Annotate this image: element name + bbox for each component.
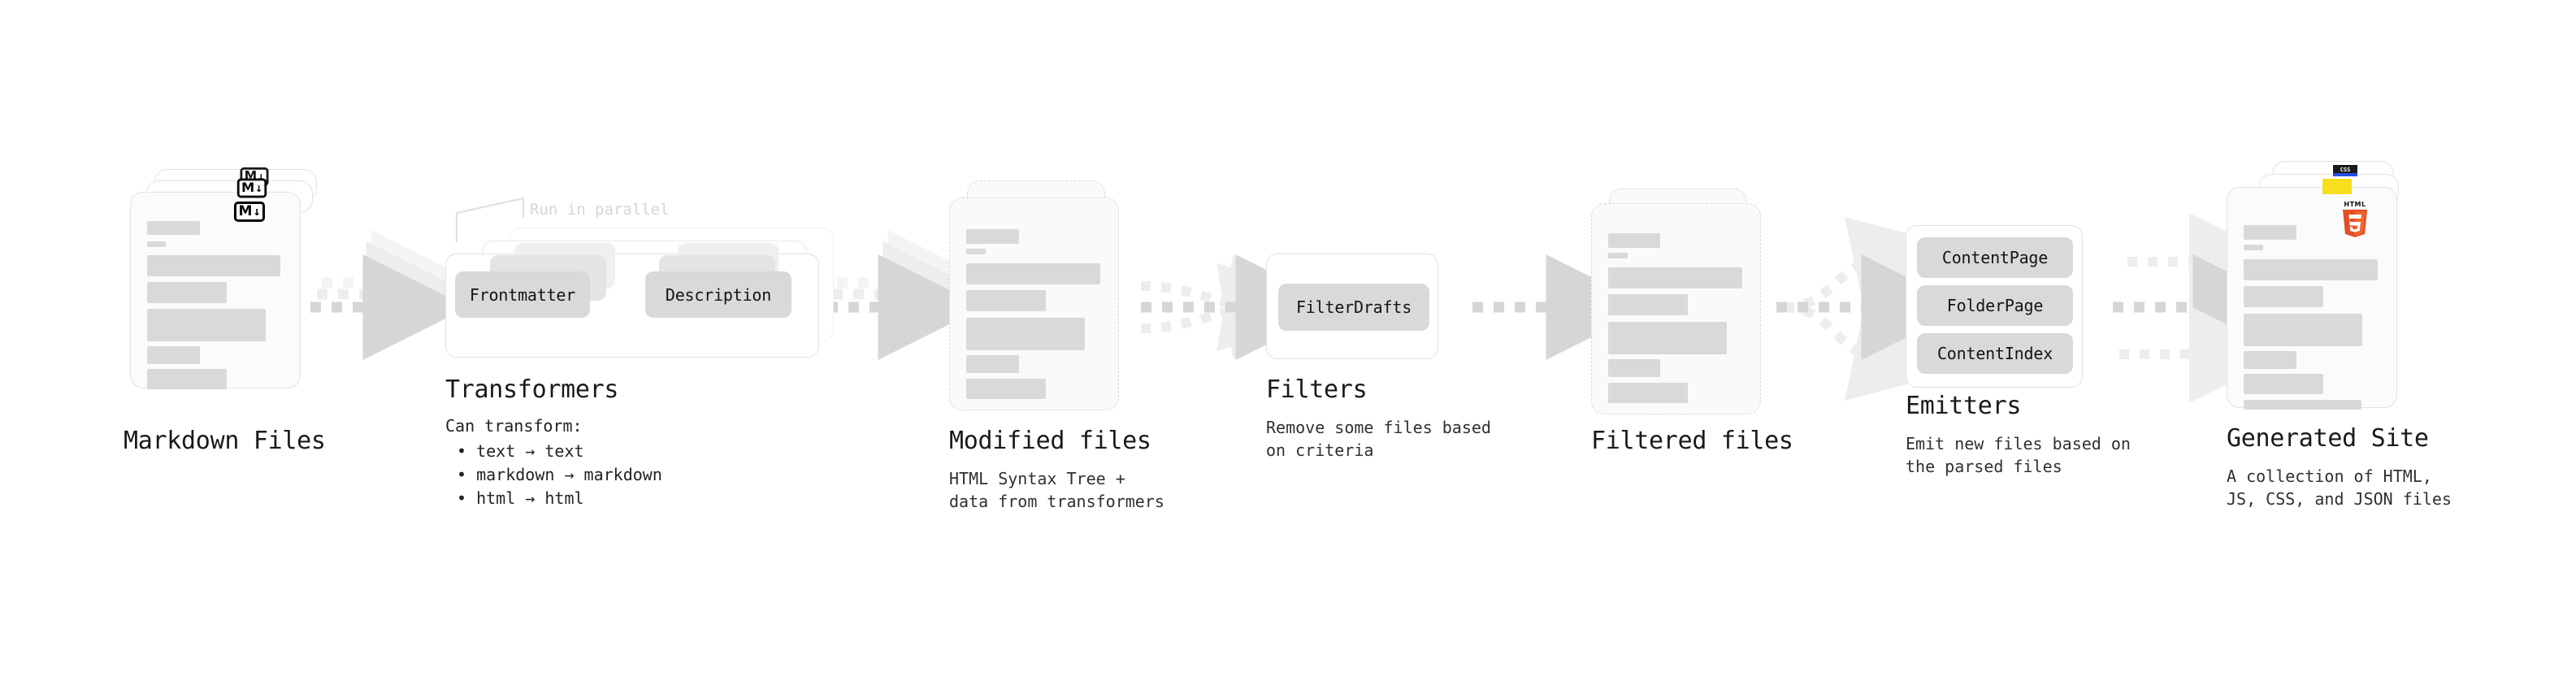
transform-list-item: • html → html xyxy=(457,488,584,508)
run-in-parallel-label: Run in parallel xyxy=(530,201,670,219)
skeleton-line xyxy=(966,379,1046,399)
skeleton-line xyxy=(147,255,280,276)
skeleton-line xyxy=(966,229,1019,244)
filtered-files-card-stack xyxy=(1591,189,1778,424)
skeleton-line xyxy=(2244,351,2296,369)
skeleton-line xyxy=(147,221,200,235)
skeleton-line xyxy=(966,290,1046,311)
filtered-card-front xyxy=(1591,203,1761,414)
skeleton-line xyxy=(147,346,200,364)
emitter-chip-folderpage[interactable]: FolderPage xyxy=(1917,285,2073,326)
modified-files-title: Modified files xyxy=(949,427,1151,455)
skeleton-line xyxy=(1608,322,1727,354)
skeleton-line xyxy=(2244,225,2296,240)
generated-site-card-stack: CSS HTML xyxy=(2227,161,2430,413)
skeleton-line xyxy=(2244,245,2263,250)
markdown-icon-arrow: ↓ xyxy=(255,180,262,195)
skeleton-line xyxy=(147,241,166,247)
html5-icon: HTML xyxy=(2339,200,2371,237)
modified-files-subtitle: HTML Syntax Tree + data from transformer… xyxy=(949,469,1164,512)
transformers-caption: Transformers Can transform: • text → tex… xyxy=(445,375,662,510)
emitter-chip-contentpage[interactable]: ContentPage xyxy=(1917,237,2073,278)
markdown-icon: M ↓ xyxy=(234,202,265,222)
markdown-icon-letter: M xyxy=(238,203,253,219)
transformers-transform-list: Can transform: • text → text • markdown … xyxy=(445,414,662,510)
markdown-files-card-stack: M ↓ M ↓ M ↓ xyxy=(130,167,325,413)
emitters-title: Emitters xyxy=(1906,392,2022,420)
skeleton-line xyxy=(1608,233,1660,248)
transformer-chip-label: Description xyxy=(665,284,772,305)
transformers-title: Transformers xyxy=(445,375,619,404)
markdown-icon-arrow: ↓ xyxy=(258,169,265,184)
skeleton-line xyxy=(1608,294,1688,315)
generated-site-subtitle: A collection of HTML, JS, CSS, and JSON … xyxy=(2227,466,2452,510)
transformer-chip-description[interactable]: Description xyxy=(645,271,791,318)
filters-box: FilterDrafts xyxy=(1266,254,1438,359)
generated-site-caption: Generated Site A collection of HTML, JS,… xyxy=(2227,424,2452,511)
skeleton-line xyxy=(147,309,266,341)
filtered-files-caption: Filtered files xyxy=(1591,427,1793,456)
modified-card-front xyxy=(949,197,1119,410)
site-card-front xyxy=(2227,187,2397,410)
markdown-files-caption: Markdown Files xyxy=(124,427,326,456)
arrow-modified-to-filters xyxy=(1140,254,1342,360)
skeleton-line xyxy=(966,318,1085,350)
skeleton-line xyxy=(1608,383,1688,403)
emitter-chip-label: FolderPage xyxy=(1946,296,2044,315)
transform-list-item: • markdown → markdown xyxy=(457,465,662,484)
markdown-icon-back-1: M ↓ xyxy=(236,178,267,198)
modified-files-card-stack xyxy=(949,180,1136,416)
js-icon xyxy=(2322,179,2352,194)
filtered-files-title: Filtered files xyxy=(1591,427,1793,455)
transformer-chip-label: Frontmatter xyxy=(469,284,576,305)
transformer-frame: Frontmatter Description xyxy=(445,243,819,358)
skeleton-line xyxy=(2244,400,2361,410)
skeleton-line xyxy=(2244,286,2323,307)
emitters-box: ContentPage FolderPage ContentIndex xyxy=(1906,225,2083,388)
modified-files-caption: Modified files HTML Syntax Tree + data f… xyxy=(949,427,1164,514)
skeleton-line xyxy=(1608,253,1628,258)
css-icon: CSS xyxy=(2333,164,2357,176)
markdown-icon-arrow: ↓ xyxy=(253,204,261,219)
skeleton-line xyxy=(966,263,1100,284)
css-icon-label: CSS xyxy=(2340,167,2351,173)
markdown-icon-letter: M xyxy=(241,180,255,196)
skeleton-line xyxy=(1608,359,1660,377)
skeleton-line xyxy=(147,369,227,389)
emitter-chip-label: ContentPage xyxy=(1941,248,2049,267)
markdown-card-front xyxy=(130,192,301,389)
filters-subtitle: Remove some files based on criteria xyxy=(1266,418,1491,461)
skeleton-line xyxy=(1608,267,1742,288)
filter-chip-label: FilterDrafts xyxy=(1295,297,1412,317)
html5-icon-label: HTML xyxy=(2344,201,2366,208)
emitter-chip-label: ContentIndex xyxy=(1936,344,2053,363)
transform-list-item: • text → text xyxy=(457,441,584,461)
arrow-filtered-to-emitters xyxy=(1776,217,1967,401)
emitters-subtitle: Emit new files based on the parsed files xyxy=(1906,434,2131,477)
transformer-chip-frontmatter[interactable]: Frontmatter xyxy=(455,271,590,318)
generated-site-title: Generated Site xyxy=(2227,424,2429,453)
transform-list-lead: Can transform: xyxy=(445,416,583,436)
skeleton-line xyxy=(2244,259,2378,280)
markdown-files-title: Markdown Files xyxy=(124,427,326,455)
emitter-chip-contentindex[interactable]: ContentIndex xyxy=(1917,333,2073,374)
skeleton-line xyxy=(966,249,986,254)
filter-chip-filterdrafts[interactable]: FilterDrafts xyxy=(1278,284,1429,331)
skeleton-line xyxy=(2244,374,2323,394)
arrow-transformers-to-modified xyxy=(827,230,994,360)
transformers-box-stack: Frontmatter Description xyxy=(445,218,834,380)
skeleton-line xyxy=(147,282,227,303)
arrow-emitters-to-site xyxy=(2113,213,2299,403)
skeleton-line xyxy=(966,355,1019,373)
skeleton-line xyxy=(2244,314,2362,346)
filters-title: Filters xyxy=(1266,375,1368,404)
emitters-caption: Emitters Emit new files based on the par… xyxy=(1906,392,2131,479)
filters-caption: Filters Remove some files based on crite… xyxy=(1266,375,1491,462)
